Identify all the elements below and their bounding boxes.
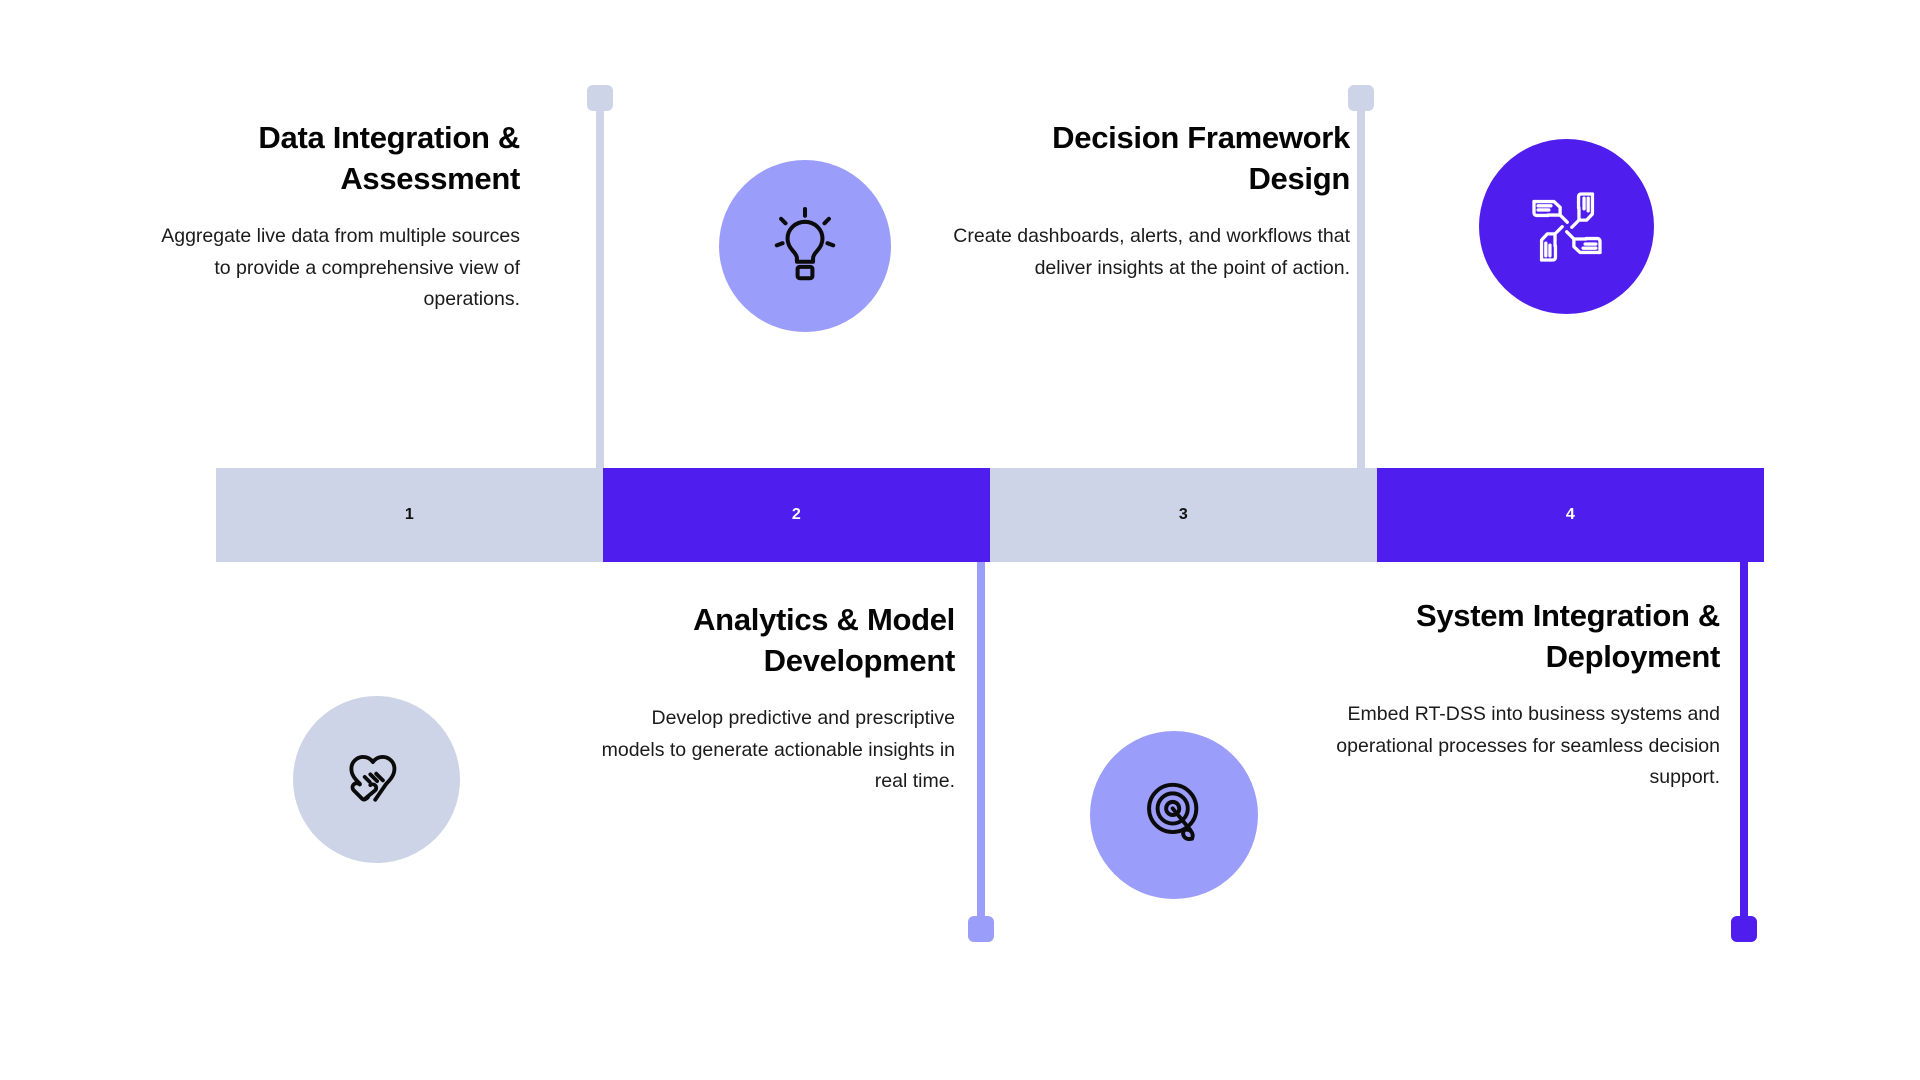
step-4-icon-circle [1090, 731, 1258, 899]
step-1-text-block: Data Integration & Assessment Aggregate … [160, 118, 520, 316]
timeline-segment-2[interactable]: 2 [603, 468, 990, 562]
hand-heart-icon [336, 739, 418, 821]
teamwork-hands-icon [1523, 183, 1611, 271]
step-2-text-block: Analytics & Model Development Develop pr… [595, 600, 956, 798]
step-1-heading: Data Integration & Assessment [258, 120, 520, 196]
step-3-icon-circle [1479, 139, 1654, 314]
timeline-segment-2-number: 2 [791, 506, 802, 523]
step-3-text-block: Decision Framework Design Create dashboa… [950, 118, 1350, 284]
step-4-heading: System Integration & Deployment [1415, 598, 1720, 674]
timeline-segment-3[interactable]: 3 [990, 468, 1377, 562]
timeline-segment-4-number: 4 [1565, 506, 1576, 523]
step-4-body: Embed RT-DSS into business systems and o… [1336, 703, 1720, 789]
connector-stem-step-3 [1357, 92, 1365, 472]
timeline-segment-1[interactable]: 1 [216, 468, 603, 562]
connector-stem-step-1 [596, 92, 604, 472]
target-arrow-icon [1132, 773, 1216, 857]
timeline-segment-4[interactable]: 4 [1377, 468, 1764, 562]
step-2-icon-circle [293, 696, 460, 863]
step-2-heading: Analytics & Model Development [693, 602, 955, 678]
step-1-icon-circle [719, 160, 891, 332]
step-3-body: Create dashboards, alerts, and workflows… [953, 225, 1350, 279]
connector-cap-step-4 [1731, 916, 1757, 942]
connector-stem-step-4 [1740, 560, 1748, 930]
step-3-heading: Decision Framework Design [1052, 120, 1350, 196]
step-4-text-block: System Integration & Deployment Embed RT… [1310, 596, 1720, 794]
connector-stem-step-2 [977, 560, 985, 930]
connector-cap-step-2 [968, 916, 994, 942]
step-1-body: Aggregate live data from multiple source… [161, 225, 520, 311]
timeline-segment-1-number: 1 [404, 506, 415, 523]
timeline-segment-3-number: 3 [1178, 506, 1189, 523]
timeline-bar: 1 2 3 4 [216, 468, 1764, 562]
lightbulb-icon [762, 203, 848, 289]
step-2-body: Develop predictive and prescriptive mode… [601, 707, 955, 793]
